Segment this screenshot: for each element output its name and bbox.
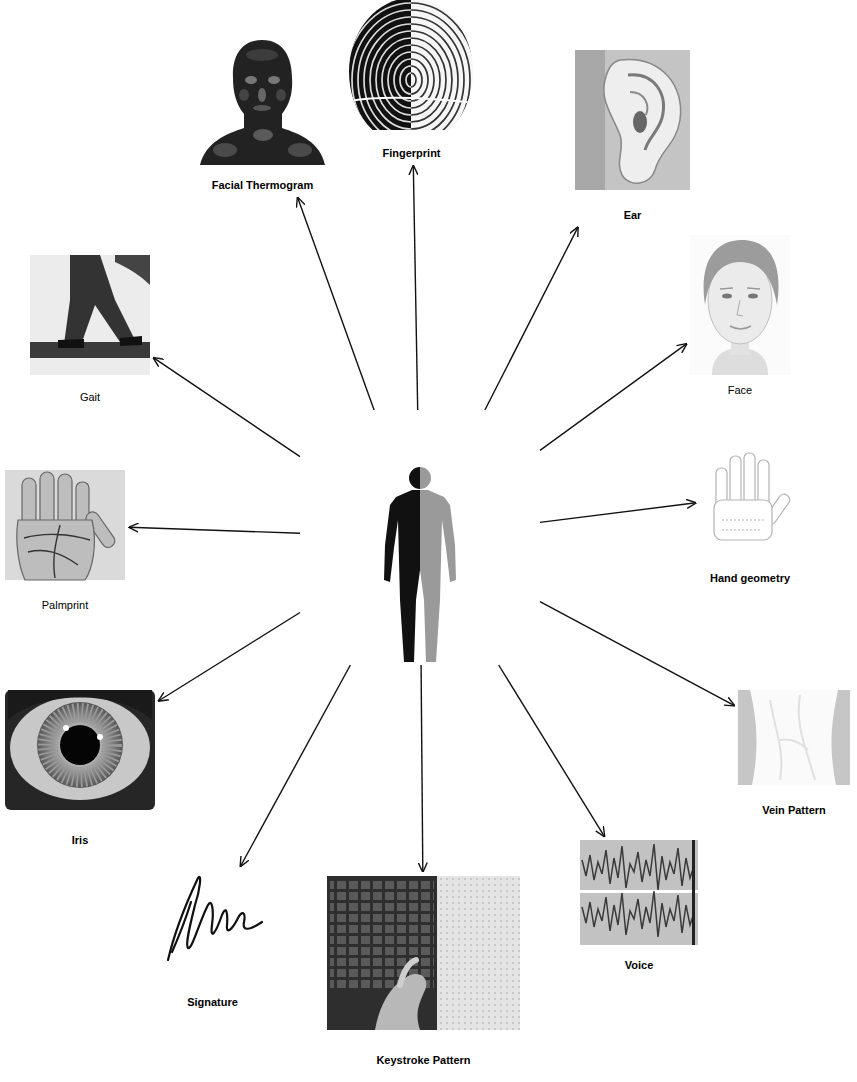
biometric-tile: Ear: [575, 50, 690, 224]
biometric-tile: Gait: [30, 255, 150, 406]
person-node: [300, 410, 540, 665]
biometric-tile: Keystroke Pattern: [327, 876, 520, 1069]
modality-caption: Iris: [72, 834, 89, 847]
modality-caption: Vein Pattern: [762, 804, 826, 817]
arrow-connector: [485, 227, 578, 410]
iris-image: [5, 690, 155, 810]
arrow-connector: [540, 344, 687, 451]
arrow-connector: [129, 527, 300, 533]
hand-geometry-image: [714, 453, 792, 540]
biometric-tile: Signature: [160, 870, 265, 1011]
arrow-connector: [540, 602, 734, 706]
arrow-connector: [298, 197, 375, 410]
biometric-tile: Face: [690, 235, 790, 399]
arrow-connector: [421, 665, 423, 872]
modality-caption: Face: [728, 384, 752, 397]
biometric-tile: Hand geometry: [700, 450, 800, 587]
modality-caption: Gait: [80, 391, 100, 404]
modality-caption: Palmprint: [42, 599, 88, 612]
modality-caption: Voice: [625, 959, 654, 972]
palmprint-image: [5, 470, 125, 580]
signature-image: [168, 877, 262, 960]
arrow-connector: [153, 358, 300, 457]
fingerprint-image: [340, 0, 483, 164]
gait-image: [30, 255, 150, 375]
biometric-tile: Fingerprint: [340, 0, 483, 162]
modality-caption: Keystroke Pattern: [376, 1054, 470, 1067]
modality-caption: Ear: [624, 209, 642, 222]
biometric-tile: Facial Thermogram: [200, 35, 325, 194]
face-image: [690, 235, 790, 375]
arrow-connector: [240, 665, 350, 866]
modality-caption: Fingerprint: [382, 147, 440, 160]
arrow-connector: [540, 503, 696, 523]
biometric-tile: Palmprint: [5, 470, 125, 614]
arrow-connector: [413, 165, 417, 410]
modality-caption: Hand geometry: [710, 572, 790, 585]
thermogram-image: [200, 40, 325, 165]
biometric-tile: Vein Pattern: [738, 690, 850, 819]
modality-caption: Signature: [187, 996, 238, 1009]
person-silhouette: [384, 467, 456, 662]
ear-image: [575, 50, 690, 190]
arrow-connector: [499, 665, 605, 837]
voice-image: [580, 840, 698, 945]
arrow-connector: [158, 613, 300, 702]
biometric-tile: Voice: [580, 840, 698, 974]
keystroke-image: [327, 876, 520, 1030]
biometric-tile: Iris: [5, 690, 155, 849]
modality-caption: Facial Thermogram: [212, 179, 313, 192]
vein-pattern-image: [738, 690, 850, 785]
